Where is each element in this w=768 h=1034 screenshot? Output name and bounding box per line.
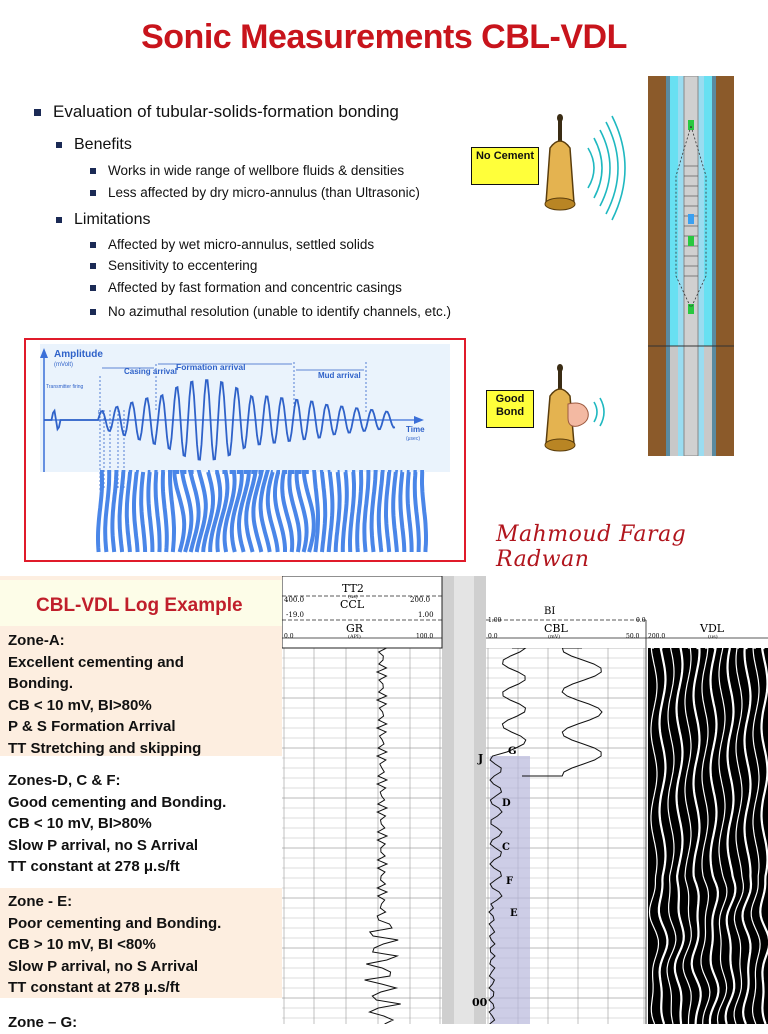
vdl-band [422, 472, 426, 552]
vdl-band [127, 472, 130, 552]
vdl-band [336, 472, 340, 552]
depth-mark: J [477, 752, 483, 765]
time-unit: (μsec) [406, 436, 420, 442]
svg-text:1.00: 1.00 [488, 617, 502, 624]
vdl-band [343, 472, 347, 552]
bullet-square-icon [90, 168, 96, 174]
zone-marker-c: C [502, 842, 510, 853]
bullet-square-icon [90, 309, 96, 315]
svg-text:200.0: 200.0 [648, 633, 665, 640]
log-example-title: CBL-VDL Log Example [36, 595, 243, 617]
vdl-band [364, 472, 368, 552]
svg-text:50.0: 50.0 [626, 633, 640, 640]
vdl-band [163, 472, 167, 552]
limitation-item: No azimuthal resolution (unable to ident… [90, 304, 451, 319]
vdl-band [112, 472, 116, 552]
log-example-title-bar: CBL-VDL Log Example [0, 580, 282, 626]
bullet-benefits: Benefits [56, 136, 132, 154]
bullet-square-icon [56, 142, 62, 148]
no-cement-callout: No Cement [471, 147, 539, 185]
well-schematic [648, 76, 734, 456]
bullet-limitations: Limitations [56, 211, 150, 229]
vdl-band [379, 472, 383, 552]
time-label: Time [406, 425, 425, 434]
cbl-vdl-log: TT2 (us) 400.0 200.0 CCL -19.0 1.00 GR (… [282, 576, 768, 1024]
bullet-main: Evaluation of tubular-solids-formation b… [34, 102, 399, 122]
svg-text:400.0: 400.0 [284, 596, 304, 604]
zone-marker-f: F [506, 876, 513, 887]
zone-e-description: Zone - E: Poor cementing and Bonding. CB… [0, 891, 282, 999]
benefit-item: Works in wide range of wellbore fluids &… [90, 163, 404, 178]
zone-marker-d: D [502, 798, 511, 809]
vdl-band [400, 472, 404, 552]
svg-text:100.0: 100.0 [416, 633, 433, 640]
gr-track-grid [282, 648, 442, 1024]
bullet-square-icon [90, 242, 96, 248]
vdl-band [141, 472, 145, 552]
bullet-list: Evaluation of tubular-solids-formation b… [34, 98, 494, 328]
vdl-band [350, 472, 354, 552]
depth-mark: 00 [472, 996, 488, 1009]
vdl-band [415, 472, 419, 552]
vdl-band [329, 472, 333, 552]
vdl-band [98, 472, 102, 552]
author-signature: Mahmoud Farag Radwan [496, 522, 768, 572]
waveform-diagram: Amplitude (mVolt) Transmitter firing Cas… [26, 340, 463, 559]
vdl-band [357, 472, 361, 552]
bullet-square-icon [56, 217, 62, 223]
vdl-band [322, 472, 325, 552]
zone-a-description: Zone-A: Excellent cementing and Bonding.… [0, 630, 282, 760]
amplitude-label: Amplitude [54, 349, 103, 360]
svg-text:0.0: 0.0 [488, 633, 498, 640]
vdl-band [148, 472, 152, 552]
zone-dcf-description: Zones-D, C & F: Good cementing and Bondi… [0, 770, 282, 878]
bi-header: BI [544, 606, 555, 617]
bi-curve [522, 648, 602, 776]
bullet-square-icon [34, 109, 41, 116]
gr-curve [365, 648, 401, 1024]
svg-text:1.00: 1.00 [418, 611, 434, 619]
bullet-square-icon [90, 285, 96, 291]
page-title: Sonic Measurements CBL-VDL [0, 18, 768, 57]
limitation-item: Affected by fast formation and concentri… [90, 280, 402, 295]
vdl-band [393, 472, 397, 552]
vdl-band [134, 472, 138, 552]
mud-label: Mud arrival [318, 371, 361, 380]
damped-bell-icon [538, 360, 618, 460]
vdl-band [156, 472, 160, 552]
svg-text:0.0: 0.0 [636, 617, 646, 624]
svg-text:0.0: 0.0 [284, 633, 294, 640]
vdl-band [120, 472, 124, 552]
limitation-item: Affected by wet micro-annulus, settled s… [90, 237, 374, 252]
zone-g-description: Zone – G: [0, 1012, 282, 1034]
zone-marker-e: E [510, 908, 518, 919]
zone-marker-g: G [508, 746, 517, 757]
bullet-square-icon [90, 263, 96, 269]
svg-text:(mV): (mV) [548, 633, 560, 640]
vdl-band [408, 472, 412, 552]
vdl-pattern [98, 472, 426, 552]
svg-text:(API): (API) [348, 633, 361, 640]
good-bond-callout: Good Bond [486, 390, 534, 428]
vdl-band [314, 472, 318, 552]
transmitter-label: Transmitter firing [46, 384, 84, 390]
waveform-figure: Amplitude (mVolt) Transmitter firing Cas… [24, 338, 466, 562]
vdl-band [386, 472, 389, 552]
log-tracks: TT2 (us) 400.0 200.0 CCL -19.0 1.00 GR (… [282, 576, 768, 1024]
bullet-square-icon [90, 190, 96, 196]
benefit-item: Less affected by dry micro-annulus (than… [90, 185, 420, 200]
ccl-header: CCL [340, 598, 365, 611]
svg-text:(us): (us) [708, 633, 718, 640]
svg-text:-19.0: -19.0 [286, 611, 304, 619]
amplitude-unit: (mVolt) [54, 362, 73, 368]
ringing-bell-icon [538, 108, 638, 228]
limitation-item: Sensitivity to eccentering [90, 258, 257, 273]
formation-label: Formation arrival [176, 362, 245, 372]
vdl-band [105, 472, 109, 552]
vdl-band [372, 472, 376, 552]
svg-text:200.0: 200.0 [410, 596, 430, 604]
vdl-band [170, 472, 174, 552]
